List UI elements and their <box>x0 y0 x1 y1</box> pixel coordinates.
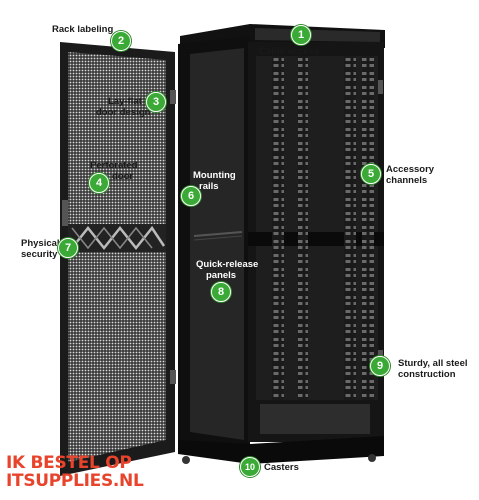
rack-body <box>178 24 385 472</box>
callout-badge-7: 7 <box>58 238 78 258</box>
callout-label-casters: Casters <box>264 462 299 473</box>
callout-badge-1: 1 <box>291 25 311 45</box>
callout-label-physical-security: Physical security <box>21 238 60 260</box>
callout-badge-2: 2 <box>111 31 131 51</box>
callout-badge-8: 8 <box>211 282 231 302</box>
callout-label-quick-release-panels: Quick-release panels <box>196 259 259 281</box>
callout-badge-6: 6 <box>181 186 201 206</box>
callout-badge-3: 3 <box>146 92 166 112</box>
callout-label-accessory-channels: Accessory channels <box>386 164 435 186</box>
callout-label-lay-flat-door: Lay-flat door design <box>96 96 151 118</box>
callout-label-perforated-door: Perforated door <box>90 160 138 182</box>
callout-label-cable-access: Cable access <box>259 46 320 57</box>
brand-logo-text: IK BESTEL OP ITSUPPLIES.NL <box>6 453 144 491</box>
callout-label-steel-construction: Sturdy, all steel construction <box>398 358 468 380</box>
callout-badge-10: 10 <box>240 457 260 477</box>
perforated-door <box>60 42 176 476</box>
callout-badge-5: 5 <box>361 164 381 184</box>
callout-label-mounting-rails: Mounting rails <box>193 170 236 192</box>
callout-badge-9: 9 <box>370 356 390 376</box>
callout-badge-4: 4 <box>89 173 109 193</box>
callout-label-rack-labeling: Rack labeling <box>52 24 114 35</box>
